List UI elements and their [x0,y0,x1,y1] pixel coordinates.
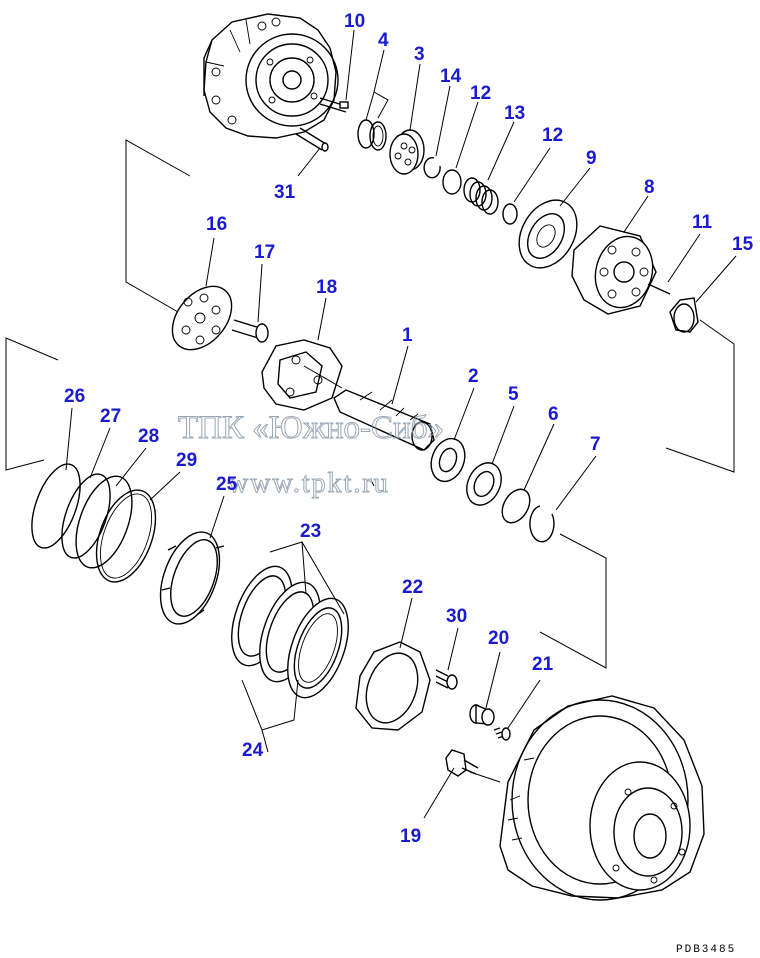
watermark: ТПК «Южно-Сиб» www.tpkt.ru [178,410,445,500]
ring-6 [501,488,531,524]
callout-16: 16 [206,214,227,235]
snap-ring-7 [529,505,555,543]
bearing-3 [389,129,425,175]
callout-25: 25 [216,474,238,495]
callout-18: 18 [316,277,337,298]
callout-6: 6 [548,404,559,425]
motor-housing [203,13,339,139]
callout-22: 22 [402,577,423,598]
spring-30 [435,669,458,690]
callout-30: 30 [446,606,467,627]
callout-10: 10 [344,11,365,32]
bushing-15 [669,297,699,333]
callout-19: 19 [400,826,421,847]
pin-10 [319,97,349,113]
callout-14: 14 [440,66,462,87]
pin-11 [647,283,671,295]
plug-20 [469,703,495,726]
spacer-25 [159,531,225,625]
callout-3: 3 [414,44,425,65]
cylinder-block-8 [571,225,657,315]
callout-8: 8 [644,177,655,198]
ring-12-lower [502,203,518,225]
callout-1: 1 [402,325,413,346]
rings-26-29 [31,463,157,583]
spring-13 [463,177,499,215]
callout-15: 15 [732,234,754,255]
spring-21 [493,727,511,741]
hub-case [499,695,705,901]
shaft-1 [333,389,435,451]
swash-plate-18 [261,339,343,411]
leader-lines [65,29,737,819]
plate-22 [355,641,431,731]
callout-28: 28 [138,426,159,447]
callout-2: 2 [468,366,479,387]
assembly-lines [5,139,735,783]
valve-plate-9 [518,199,578,269]
snap-ring-14 [423,157,441,179]
bolt-17 [231,319,269,343]
callout-21: 21 [532,654,554,675]
friction-plates-23-24 [231,565,349,699]
callout-26: 26 [64,386,85,407]
callout-27: 27 [100,406,121,427]
bearing-5 [466,462,502,506]
callout-13: 13 [504,103,525,124]
retainer-plate-16 [171,285,233,351]
pin-31 [295,127,329,152]
callout-9: 9 [586,148,597,169]
fitting-19 [445,749,479,777]
callout-24: 24 [242,740,264,761]
drawing-code: PDB3485 [676,944,736,956]
callout-7: 7 [590,434,601,455]
callout-11: 11 [692,212,713,233]
watermark-line2: www.tpkt.ru [228,468,390,499]
callout-31: 31 [274,182,296,203]
ring-set-4 [357,119,387,151]
callout-29: 29 [176,450,197,471]
callout-4: 4 [378,30,389,51]
callout-12-upper: 12 [470,83,491,104]
callout-23: 23 [300,521,321,542]
ring-12-upper [442,169,462,195]
callout-numbers: 10 4 3 14 12 13 12 9 31 8 11 15 16 17 18… [64,11,754,847]
callout-12-lower: 12 [542,125,563,146]
callout-17: 17 [254,242,275,263]
bearing-2 [430,437,466,483]
watermark-line1: ТПК «Южно-Сиб» [178,410,444,446]
callout-5: 5 [508,384,519,405]
callout-20: 20 [488,628,509,649]
